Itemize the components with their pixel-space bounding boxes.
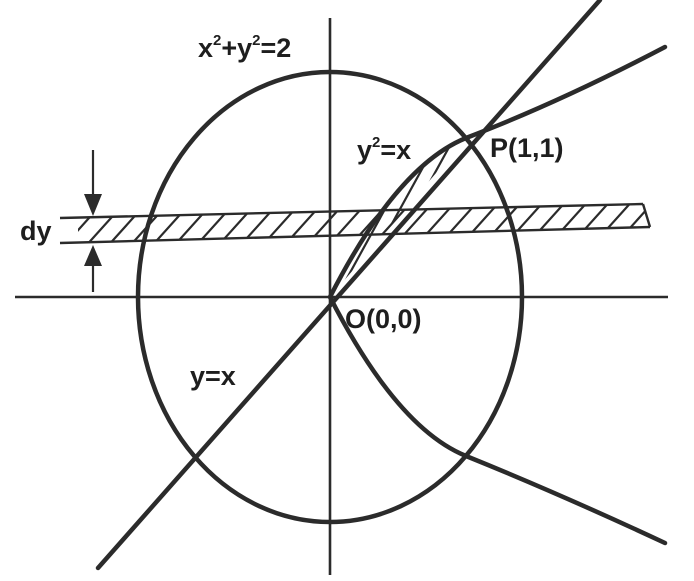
strip-top-edge bbox=[59, 202, 644, 220]
hatch-line bbox=[330, 138, 340, 297]
hatch-line bbox=[281, 204, 327, 243]
point-p-label: P(1,1) bbox=[490, 133, 564, 163]
hatch-line bbox=[230, 130, 324, 300]
hatch-line bbox=[215, 204, 261, 243]
dy-arrow-up-icon bbox=[84, 245, 102, 266]
hatch-line bbox=[656, 200, 694, 248]
hatch-line bbox=[303, 204, 349, 243]
hatch-line bbox=[413, 204, 459, 243]
hatch-line bbox=[237, 204, 283, 243]
dy-arrow-down-icon bbox=[84, 194, 102, 216]
dy-label: dy bbox=[20, 216, 52, 246]
hatch-line bbox=[391, 204, 437, 243]
hatch-line bbox=[567, 204, 613, 243]
hatch-line bbox=[193, 204, 239, 243]
parabola-equation-label: y2=x bbox=[357, 134, 411, 165]
hatch-line bbox=[259, 204, 305, 243]
strip-right-end bbox=[641, 203, 652, 228]
origin-label: O(0,0) bbox=[345, 304, 422, 334]
line-y-equals-x bbox=[95, 0, 603, 571]
parabola-curve bbox=[327, 44, 668, 300]
circle-equation-label: x2+y2=2 bbox=[198, 32, 291, 63]
parabola-lower-branch bbox=[327, 294, 668, 546]
line-equation-label: y=x bbox=[190, 361, 236, 391]
circle-curve bbox=[135, 69, 525, 525]
hatch-line bbox=[589, 204, 635, 243]
strip-bottom-edge bbox=[59, 225, 651, 245]
hatch-line bbox=[633, 204, 650, 243]
